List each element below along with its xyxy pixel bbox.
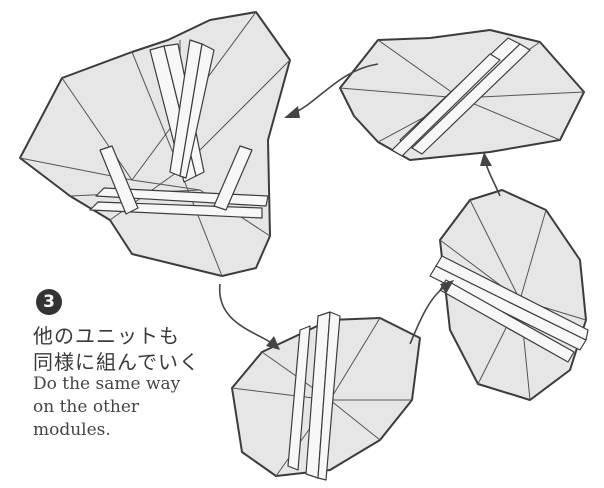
arrowhead-icon	[284, 106, 300, 118]
assembled-module-cluster	[20, 12, 290, 276]
instruction-jp-line2: 同様に組んでいく	[33, 346, 200, 375]
instruction-jp-line1: 他のユニットも	[33, 320, 180, 349]
instruction-en-line1: Do the same way	[33, 374, 180, 394]
step-number-badge: 3	[36, 289, 62, 315]
instruction-en-line3: modules.	[33, 420, 111, 440]
arrowhead-icon	[266, 336, 280, 350]
arrow-right-to-top	[486, 164, 500, 196]
arrow-cluster-to-bottom	[220, 284, 270, 342]
instruction-en-line2: on the other	[33, 397, 139, 417]
module-top-right	[340, 30, 584, 160]
step-number: 3	[43, 292, 55, 312]
module-right-middle	[430, 190, 588, 400]
arrowhead-icon	[480, 152, 492, 166]
